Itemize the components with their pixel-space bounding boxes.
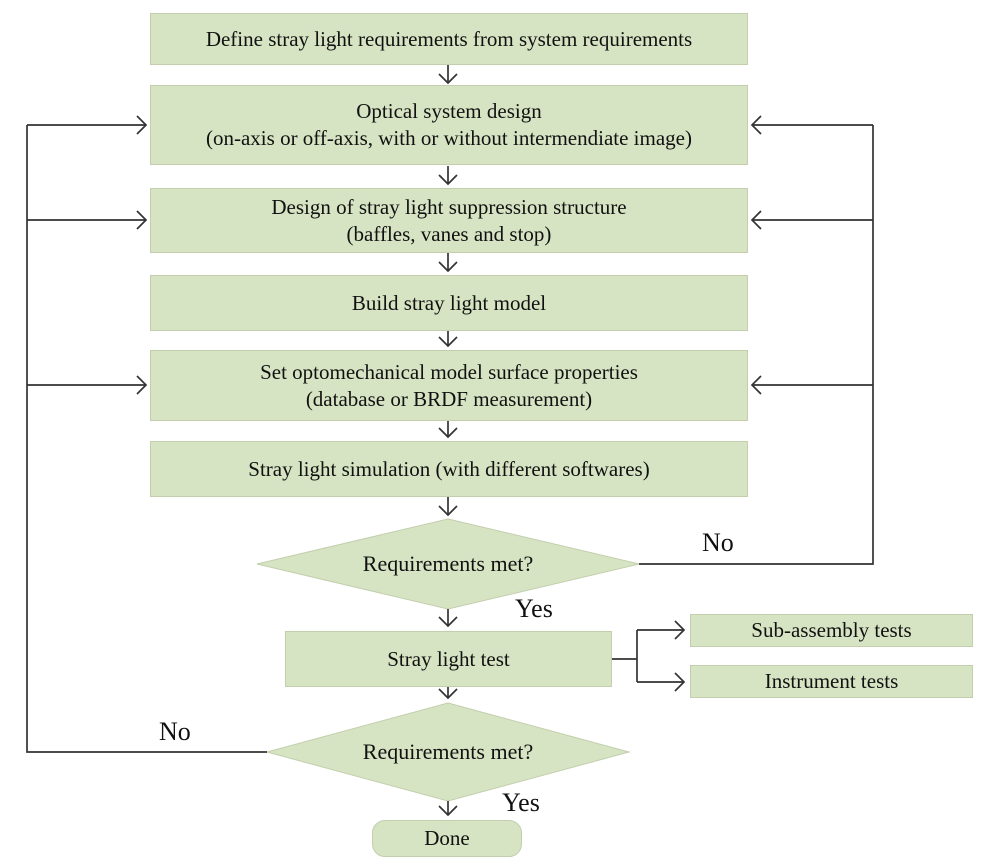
edge-no-loop-left <box>26 125 267 753</box>
edge-label-yes-simulation: Yes <box>515 594 553 623</box>
node-stray-light-simulation: Stray light simulation (with different s… <box>150 441 748 497</box>
decision-simulation-label: Requirements met? <box>362 551 534 576</box>
node-instrument-tests: Instrument tests <box>690 665 973 698</box>
node-surface-properties: Set optomechanical model surface propert… <box>150 350 748 421</box>
decision-test-label: Requirements met? <box>362 739 534 764</box>
node-build-stray-light-model: Build stray light model <box>150 275 748 331</box>
node-sub-assembly-tests: Sub-assembly tests <box>690 614 973 647</box>
edge-label-no-test: No <box>159 717 191 746</box>
node-suppression-structure: Design of stray light suppression struct… <box>150 188 748 253</box>
node-stray-light-test: Stray light test <box>285 631 612 687</box>
edge-label-yes-test: Yes <box>502 788 540 817</box>
edge-no-loop-right <box>639 125 874 565</box>
node-optical-system-design: Optical system design (on-axis or off-ax… <box>150 85 748 165</box>
node-define-requirements: Define stray light requirements from sys… <box>150 13 748 65</box>
edge-label-no-simulation: No <box>702 528 734 557</box>
node-done: Done <box>372 820 522 857</box>
